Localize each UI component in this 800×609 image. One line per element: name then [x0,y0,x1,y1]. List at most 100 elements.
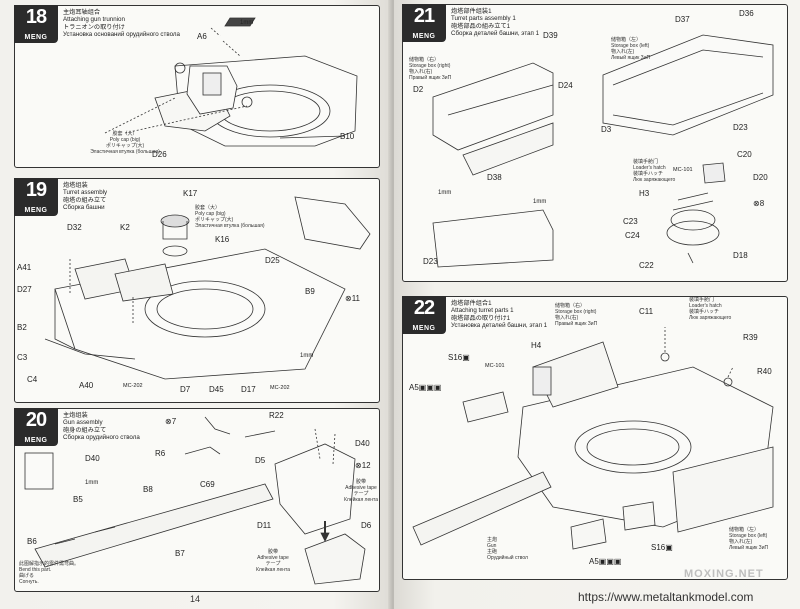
adhesive-tape-note: 胶带 Adhesive tape テープ Клейкая лента [343,479,379,503]
step-title: 主炮组装 Gun assembly 砲身の組み立て Сборка орудийн… [63,412,140,442]
gun-note: 主炮 Gun 主砲 Орудийный ствол [487,537,528,561]
title-zh: 炮塔部件组装1 [451,8,492,15]
title-ja: 砲身の組み立て [63,426,107,434]
glue-1mm-b: 1mm [533,199,547,205]
title-zh: 炮塔组装 [63,182,88,189]
part-A5-bottom: A5▣▣▣ [589,557,622,566]
part-C20: C20 [737,150,752,159]
page-number: 14 [190,594,201,604]
turret-parts-drawing [432,34,774,268]
loaders-hatch-note: 装填手舱门 Loader's hatch 装填手ハッチ Люк заряжающ… [633,159,676,183]
site-watermark: MOXING.NET [684,568,764,580]
part-D3: D3 [601,125,612,134]
part-D27: D27 [17,285,32,294]
title-en: Attaching gun trunnion [63,16,125,24]
step-title: 炮塔组装 Turret assembly 砲塔の組み立て Сборка башн… [63,182,107,212]
polycap-big-note: 胶套（大） Poly cap (big) ポリキャップ(大) Эластична… [195,205,265,229]
title-ru: Установка деталей башни, этап 1 [451,322,548,330]
part-C22: C22 [639,261,654,270]
paint-MC-101: MC-101 [673,167,693,173]
part-D39: D39 [543,31,558,40]
title-en: Turret parts assembly 1 [451,15,516,23]
turret-full-drawing [412,327,774,550]
part-D26: D26 [152,150,167,159]
part-D17: D17 [241,385,256,394]
part-R22: R22 [269,411,284,420]
title-en: Gun assembly [63,419,103,427]
part-R40: R40 [757,367,772,376]
brand-logo: MENG [412,33,436,40]
part-K16: K16 [215,235,230,244]
title-en: Turret assembly [63,189,108,197]
part-C23: C23 [623,217,638,226]
turret-assembly-drawing [44,196,371,380]
loaders-hatch-note: 装填手舱门 Loader's hatch 装填手ハッチ Люк заряжающ… [689,297,732,321]
fix-count-7: ⊗7 [165,417,177,426]
book-spine [388,0,398,609]
step-number: 18 [25,6,47,28]
title-ja: トラニオンの取り付け [63,23,125,31]
part-D25: D25 [265,256,280,265]
gun-assembly-drawing [24,416,366,585]
title-ru: Сборка деталей башни, этап 1 [451,30,540,38]
part-D2: D2 [413,85,424,94]
paint-MC-101: MC-101 [485,363,505,369]
title-zh: 主炮耳轴组合 [63,9,101,16]
part-B8: B8 [143,485,153,494]
part-K2: K2 [120,223,130,232]
part-A5-top: A5▣▣▣ [409,383,442,392]
glue-1mm: 1mm [240,20,254,26]
part-D36: D36 [739,9,754,18]
part-H3: H3 [639,189,650,198]
storage-box-left-note: 储物箱（左） Storage box (left) 物入れ(左) Левый я… [611,37,651,61]
part-C3: C3 [17,353,28,362]
title-zh: 主炮组装 [63,412,88,419]
part-C11: C11 [639,307,654,316]
step-title: 炮塔部件组合1 Attaching turret parts 1 砲塔部品の取り… [451,300,547,330]
part-D38: D38 [487,173,502,182]
part-D7: D7 [180,385,191,394]
title-ru: Сборка орудийного ствола [63,434,140,442]
polycap-big-note: 胶套（大） Poly cap (big) ポリキャップ(大) Эластична… [90,131,160,155]
title-ru: Установка оснований орудийного ствола [63,31,180,39]
part-B7: B7 [175,549,185,558]
step-number: 22 [413,297,435,319]
part-D24: D24 [558,81,573,90]
title-ru: Сборка башни [63,204,105,212]
part-D37: D37 [675,15,690,24]
title-ja: 砲塔の組み立て [63,196,107,204]
part-R39: R39 [743,333,758,342]
part-K17: K17 [183,189,198,198]
glue-1mm: 1mm [85,480,99,486]
part-B5: B5 [73,495,83,504]
glue-1mm: 1mm [300,353,314,359]
fix-count-12: ⊗12 [355,461,371,470]
fix-count-8: ⊗8 [753,199,765,208]
part-D32: D32 [67,223,82,232]
part-D23-bottom: D23 [423,257,438,266]
part-D6: D6 [361,521,372,530]
part-D5: D5 [255,456,266,465]
brand-logo: MENG [24,437,48,444]
adhesive-tape-note-2: 胶带 Adhesive tape テープ Клейкая лента [255,549,291,573]
part-A40: A40 [79,381,94,390]
part-D40-b: D40 [355,439,370,448]
part-A41: A41 [17,263,32,272]
part-S16-bottom: S16▣ [651,543,673,552]
part-D11: D11 [257,521,272,530]
part-A6: A6 [197,32,207,41]
part-D45: D45 [209,385,224,394]
part-B10: B10 [340,132,355,141]
part-B2: B2 [17,323,27,332]
step-number: 20 [25,409,47,431]
turret-trunnion-drawing [104,17,358,147]
part-B9: B9 [305,287,315,296]
title-ja: 砲塔部品の取り付け1 [451,314,511,322]
